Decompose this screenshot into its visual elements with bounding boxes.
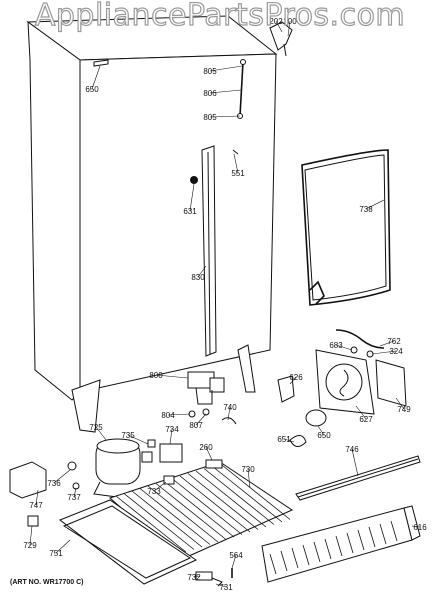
callout-202: 202 [269,17,283,26]
callout-leader [227,406,231,421]
callout-leader [283,438,295,443]
machine-compartment-cover-616 [261,505,421,583]
callout-729: 729 [23,541,37,550]
callout-leader [215,583,227,588]
callout-200: 200 [283,17,297,26]
drain-pan-751 [58,499,198,585]
callout-324: 324 [389,347,403,356]
callout-leader [231,554,237,569]
callout-804: 804 [161,411,175,420]
callout-564: 564 [229,551,243,560]
callout-leader [289,376,297,385]
callout-738: 738 [359,205,373,214]
callout-leader [155,374,189,379]
callout-730: 730 [241,465,255,474]
callout-leader [91,65,101,90]
callout-leader [197,265,207,278]
callout-leader [371,350,397,355]
callout-leader [335,344,353,351]
callout-leader [233,153,239,174]
callout-leader [53,469,71,484]
callout-leader [247,468,251,489]
callout-leader [35,489,39,506]
callout-leader [379,340,395,347]
callout-751: 751 [49,549,63,558]
callout-leader [209,89,242,94]
callout-leader [287,20,291,37]
evaporator-fan-assembly [277,329,407,447]
callout-747: 747 [29,501,43,510]
callout-733: 733 [147,487,161,496]
callout-725: 725 [89,423,103,432]
callout-737: 737 [67,493,81,502]
callout-leader [189,183,195,212]
callout-805: 805 [203,67,217,76]
callout-leader [209,115,241,118]
callout-806: 806 [203,89,217,98]
callout-830: 830 [191,273,205,282]
callout-260: 260 [199,443,213,452]
callout-leader [73,487,77,498]
callout-731: 731 [219,583,233,592]
watermark-text: AppliancePartsPros.com [34,0,406,34]
callout-800: 800 [149,371,163,380]
callout-762: 762 [387,337,401,346]
callout-805: 805 [203,113,217,122]
door-gasket [301,149,391,306]
callout-746: 746 [345,445,359,454]
compressor-725 [93,438,147,501]
callout-leader [127,434,149,445]
rail-746 [295,455,421,501]
callout-551: 551 [231,169,245,178]
callout-736: 736 [47,479,61,488]
small-parts [9,346,358,587]
refrigerator-cabinet [26,15,293,433]
callout-leader [317,425,325,436]
callout-631: 631 [183,207,197,216]
callout-735: 735 [121,431,135,440]
art-number: (ART NO. WR17700 C) [10,579,84,586]
callout-650: 650 [85,85,99,94]
callout-626: 626 [289,373,303,382]
callout-leader [169,428,173,445]
callout-leader [95,426,107,441]
callout-740: 740 [223,403,237,412]
callout-leader [395,397,405,410]
water-valve-800 [187,371,225,405]
callout-leader [29,525,33,546]
callout-807: 807 [189,421,203,430]
callout-683: 683 [329,341,343,350]
callout-627: 627 [359,415,373,424]
callout-616: 616 [413,523,427,532]
callout-leader [351,448,359,477]
callout-651: 651 [277,435,291,444]
callout-734: 734 [165,425,179,434]
callout-leader [411,525,421,528]
callout-leader [167,413,191,416]
callout-leader [153,481,167,492]
callout-leader [193,575,201,578]
callout-leader [209,65,243,72]
callout-leader [355,405,367,420]
callout-leader [275,20,283,33]
callout-leader [195,413,207,426]
callout-leader [365,199,385,210]
callout-leader [55,539,71,554]
relay-overload-734 [141,443,183,463]
callout-732: 732 [187,573,201,582]
callout-650: 650 [317,431,331,440]
callout-749: 749 [397,405,411,414]
callout-leader [205,446,213,461]
